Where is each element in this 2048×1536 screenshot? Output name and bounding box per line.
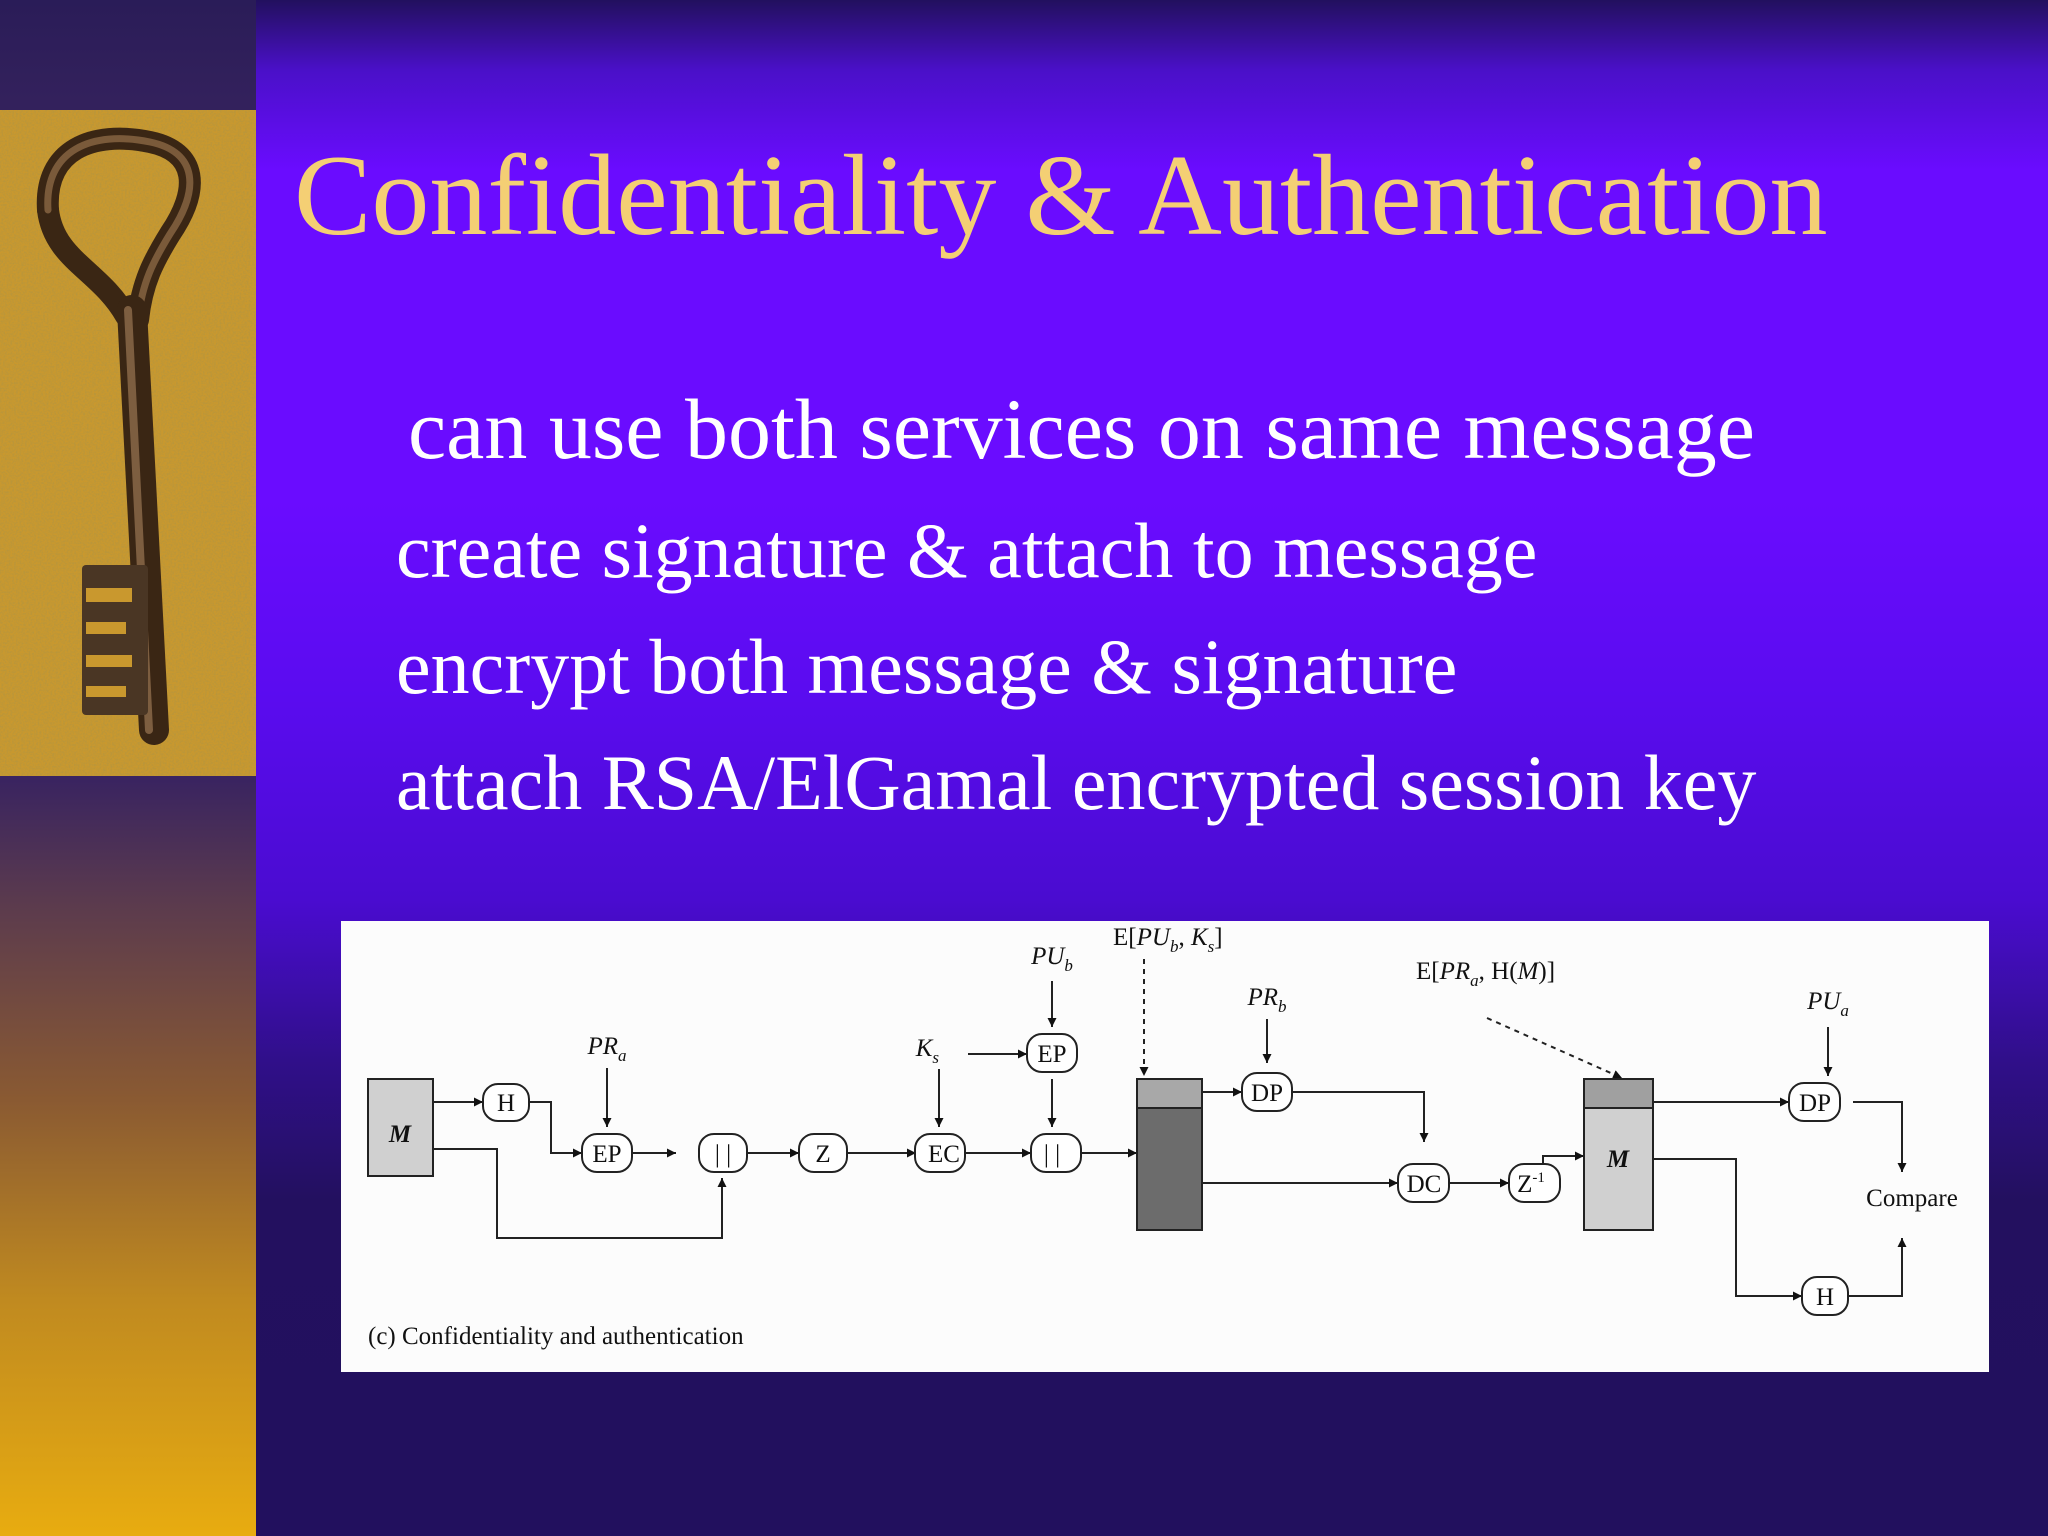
concat-node-label: | | [715,1141,731,1168]
decrypt-private-node-label: DP [1251,1080,1283,1107]
signature-label: E[PRa, H(M)] [1416,958,1555,990]
encrypt-private-node-label: EP [592,1141,621,1168]
key-bit [82,565,148,715]
bullet-text: create signature & attach to message [396,507,1538,594]
symmetric-encrypt-node-label: EC [928,1141,960,1168]
connector-lines [433,981,1907,1301]
hash-node-label: H [497,1090,515,1117]
encrypted-bundle-box [1136,1078,1203,1231]
concat-node [698,1133,748,1173]
bullet-text: attach RSA/ElGamal encrypted session key [396,739,1757,826]
compare-label: Compare [1866,1185,1958,1212]
public-key-a-label: PUa [1806,988,1849,1020]
encrypt-private-node [581,1133,633,1173]
decompress-node [1508,1163,1561,1203]
encrypted-session-key-label: E[PUb, Ks] [1113,924,1223,956]
decrypt-private-node [1241,1072,1293,1112]
private-key-a-label: PRa [586,1033,626,1065]
hash-node [482,1083,530,1122]
symmetric-decrypt-node [1397,1163,1450,1203]
message-box-output [1583,1078,1654,1231]
pgp-confidentiality-authentication-diagram: M M [341,921,1989,1372]
decrypt-public-node-label: DP [1799,1090,1831,1117]
symmetric-encrypt-node [1030,1133,1082,1173]
dashed-connectors [1139,959,1623,1079]
hash-node-label: H [1816,1284,1834,1311]
slide-title: Confidentiality & Authentication [294,132,1828,260]
public-key-b-label: PUb [1030,943,1073,975]
encrypt-public-node-label: EP [1037,1041,1066,1068]
concat-node [914,1133,966,1173]
bullet-text: encrypt both message & signature [396,623,1458,710]
symmetric-decrypt-node-label: DC [1407,1171,1442,1198]
encrypt-public-node [1026,1033,1078,1073]
decrypt-public-node [1788,1082,1841,1122]
decompress-node-label: Z-1 [1517,1170,1545,1198]
concat-node-label: | | [1044,1141,1060,1168]
bullet-text: can use both services on same message [408,381,1755,477]
message-label-output: M [1606,1146,1630,1173]
message-box-input [367,1078,434,1177]
hash-node [1801,1276,1849,1316]
message-label-input: M [388,1121,412,1148]
key-photo [0,110,256,776]
compress-node [798,1133,848,1173]
diagram-caption: (c) Confidentiality and authentication [368,1323,744,1350]
session-key-label: Ks [915,1035,940,1067]
compress-node-label: Z [815,1141,830,1168]
private-key-b-label: PRb [1246,984,1286,1016]
